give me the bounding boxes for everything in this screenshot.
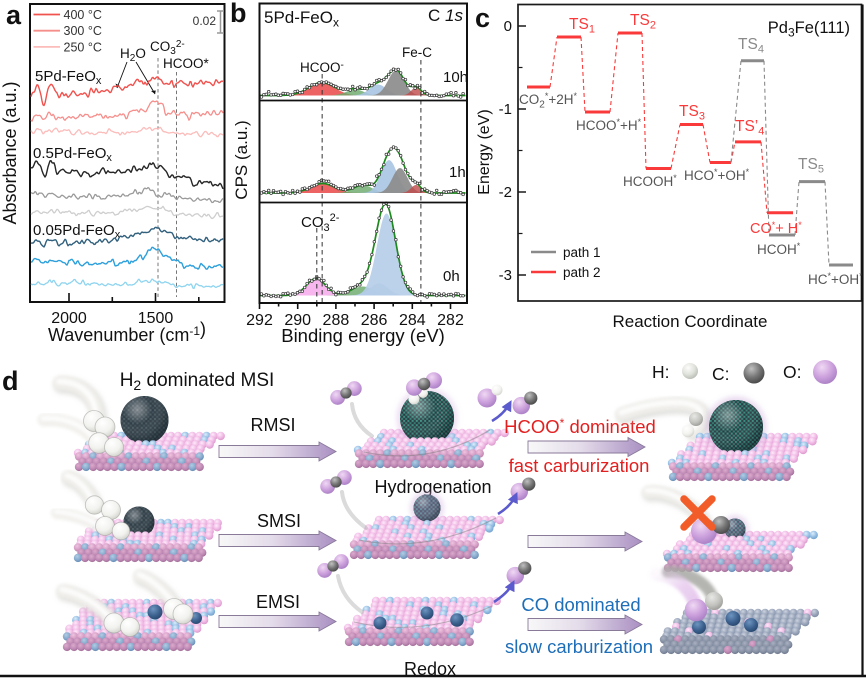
svg-text:Hydrogenation: Hydrogenation xyxy=(374,477,491,497)
svg-text:HCOOH*: HCOOH* xyxy=(623,173,677,189)
svg-text:RMSI: RMSI xyxy=(251,415,296,435)
svg-text:C:: C: xyxy=(712,364,730,384)
svg-text:SMSI: SMSI xyxy=(257,511,301,531)
svg-text:CO32-: CO32- xyxy=(150,39,185,57)
svg-text:c: c xyxy=(475,3,490,33)
svg-text:1500: 1500 xyxy=(138,310,174,327)
svg-text:1h: 1h xyxy=(449,164,466,181)
svg-text:O:: O: xyxy=(783,362,801,382)
svg-text:HCOO-: HCOO- xyxy=(300,60,344,75)
svg-text:-3: -3 xyxy=(499,267,512,284)
svg-text:Reaction Coordinate: Reaction Coordinate xyxy=(613,312,768,331)
svg-text:0.05Pd-FeOx: 0.05Pd-FeOx xyxy=(33,222,121,241)
svg-text:0.02: 0.02 xyxy=(193,14,217,28)
svg-text:CO dominated: CO dominated xyxy=(521,594,640,615)
svg-text:H:: H: xyxy=(652,362,670,382)
svg-text:5Pd-FeOx: 5Pd-FeOx xyxy=(35,68,102,87)
svg-text:b: b xyxy=(230,0,247,28)
svg-text:5Pd-FeOx: 5Pd-FeOx xyxy=(264,8,339,30)
svg-text:-1: -1 xyxy=(499,101,512,118)
svg-text:CPS (a.u.): CPS (a.u.) xyxy=(232,120,251,199)
svg-text:2000: 2000 xyxy=(51,310,87,327)
svg-text:EMSI: EMSI xyxy=(256,592,300,612)
svg-text:TS’4: TS’4 xyxy=(735,118,764,138)
svg-text:a: a xyxy=(6,0,22,30)
svg-text:TS2: TS2 xyxy=(630,12,656,32)
svg-text:Binding energy (eV): Binding energy (eV) xyxy=(281,325,445,346)
svg-text:282: 282 xyxy=(437,312,464,329)
svg-text:TS4: TS4 xyxy=(738,36,764,56)
svg-text:Pd3Fe(111): Pd3Fe(111) xyxy=(768,19,850,40)
svg-text:300 °C: 300 °C xyxy=(64,24,102,38)
svg-text:fast carburization: fast carburization xyxy=(509,455,650,476)
svg-text:slow carburization: slow carburization xyxy=(505,636,653,657)
svg-text:H2O: H2O xyxy=(120,46,146,64)
svg-text:path 2: path 2 xyxy=(563,265,601,280)
svg-text:Absorbance (a.u.): Absorbance (a.u.) xyxy=(0,81,20,224)
svg-text:286: 286 xyxy=(361,312,388,329)
svg-text:250 °C: 250 °C xyxy=(64,40,102,54)
svg-text:H2 dominated MSI: H2 dominated MSI xyxy=(120,370,275,393)
svg-text:0h: 0h xyxy=(443,268,460,285)
svg-text:HCO*+OH*: HCO*+OH* xyxy=(684,167,750,183)
svg-text:290: 290 xyxy=(284,312,311,329)
svg-text:292: 292 xyxy=(246,312,273,329)
svg-text:Fe-C: Fe-C xyxy=(402,45,432,60)
svg-text:HCOH*: HCOH* xyxy=(757,241,801,257)
svg-text:400 °C: 400 °C xyxy=(64,8,102,22)
svg-text:284: 284 xyxy=(399,312,426,329)
svg-text:CO32-: CO32- xyxy=(301,212,340,234)
svg-text:TS3: TS3 xyxy=(679,103,705,123)
svg-text:C 1s: C 1s xyxy=(428,6,463,25)
svg-text:288: 288 xyxy=(323,312,350,329)
svg-text:10h: 10h xyxy=(443,69,468,86)
svg-text:TS1: TS1 xyxy=(569,16,595,36)
svg-text:TS5: TS5 xyxy=(798,156,824,176)
svg-text:HCOO*: HCOO* xyxy=(163,56,210,71)
svg-text:Redox: Redox xyxy=(404,659,456,679)
svg-text:Energy (eV): Energy (eV) xyxy=(476,109,493,194)
svg-text:0: 0 xyxy=(504,18,512,35)
svg-text:HC*+OH*: HC*+OH* xyxy=(808,271,863,287)
svg-text:CO*+ H*: CO*+ H* xyxy=(750,220,802,237)
svg-text:path 1: path 1 xyxy=(563,245,601,260)
svg-text:HCOO*+H*: HCOO*+H* xyxy=(576,117,642,133)
svg-text:CO2*+2H*: CO2*+2H* xyxy=(519,91,577,111)
svg-text:-2: -2 xyxy=(499,184,512,201)
svg-text:d: d xyxy=(2,366,19,396)
svg-text:0.5Pd-FeOx: 0.5Pd-FeOx xyxy=(33,145,112,164)
